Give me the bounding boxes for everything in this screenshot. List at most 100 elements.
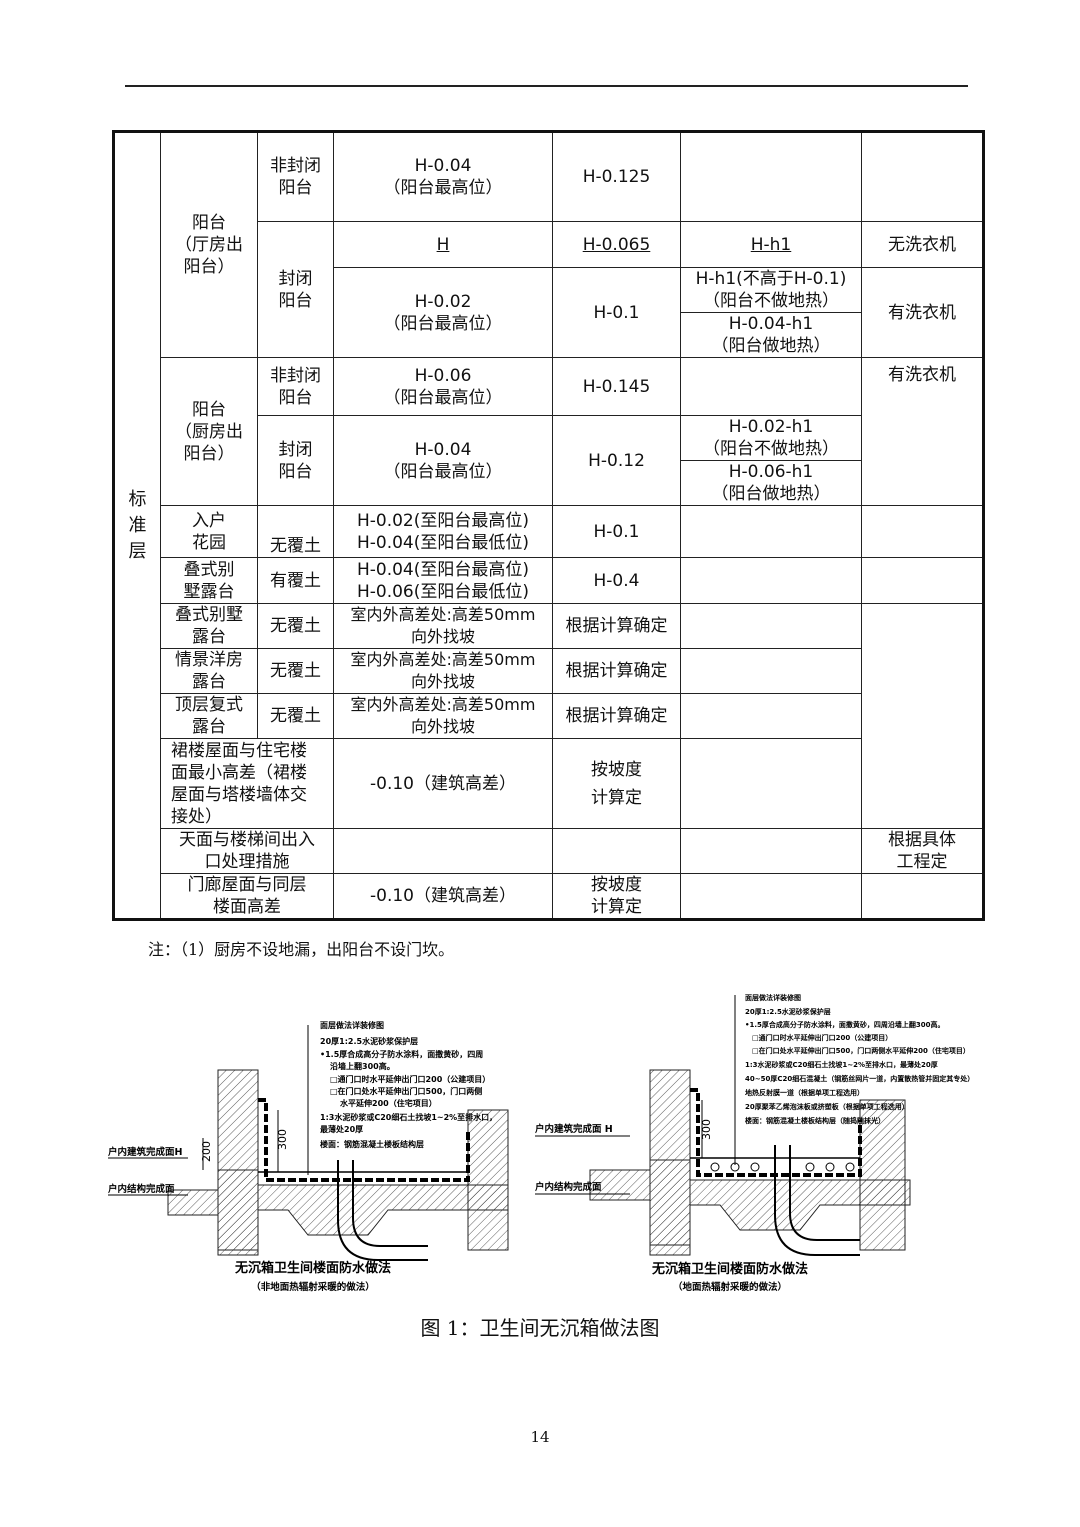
drain-pipe	[337, 1160, 428, 1261]
villa-nosoil-c3	[680, 603, 862, 649]
living-open-type: 非封闭阳台	[257, 131, 334, 222]
living-closed-top-c4: 无洗衣机	[861, 221, 984, 268]
villa-nosoil-c2: 根据计算确定	[552, 603, 681, 649]
duplex-label: 顶层复式露台	[160, 693, 258, 739]
living-closed-c1: H-0.02（阳台最高位）	[333, 267, 553, 358]
garden-c4	[861, 505, 984, 558]
figure-right-title: 无沉箱卫生间楼面防水做法	[651, 1261, 808, 1277]
svg-text:沿墙上翻300高。: 沿墙上翻300高。	[330, 1061, 395, 1071]
kitchen-closed-c1: H-0.04（阳台最高位）	[333, 415, 553, 506]
dim-200: 200	[200, 1141, 213, 1162]
villa-nosoil-type: 无覆土	[257, 603, 334, 649]
svg-text:□在门口处水平延伸出门口500，门口两侧: □在门口处水平延伸出门口500，门口两侧	[330, 1086, 482, 1096]
podium-label: 裙楼屋面与住宅楼面最小高差（裙楼屋面与塔楼墙体交接处）	[160, 738, 334, 829]
kitchen-closed-c2: H-0.12	[552, 415, 681, 506]
roof-stair-label: 天面与楼梯间出入口处理措施	[160, 828, 334, 874]
villa-soil-label: 叠式别墅露台	[160, 557, 258, 604]
duplex-c3	[680, 693, 862, 739]
garden-c1: H-0.02(至阳台最高位)H-0.04(至阳台最低位)	[333, 505, 553, 558]
villa-soil-c1: H-0.04(至阳台最高位)H-0.06(至阳台最低位)	[333, 557, 553, 604]
label-finish: 户内建筑完成面H	[108, 1146, 183, 1158]
figure-caption: 图 1：卫生间无沉箱做法图	[420, 1316, 660, 1340]
kitchen-closed-c3: H-0.02-h1（阳台不做地热） H-0.06-h1（阳台做地热）	[680, 415, 862, 506]
svg-text:楼面：钢筋混凝土楼板结构层: 楼面：钢筋混凝土楼板结构层	[320, 1139, 424, 1149]
table-note: 注：（1）厨房不设地漏，出阳台不设门坎。	[148, 940, 455, 959]
callouts-right: 面层做法详装修图 20厚1:2.5水泥砂浆保护层 •1.5厚合成高分子防水涂料，…	[745, 993, 970, 1125]
svg-text:1:3水泥砂浆或C20细石土找坡1~2%至排水口，最薄处20: 1:3水泥砂浆或C20细石土找坡1~2%至排水口，最薄处20厚	[745, 1060, 938, 1069]
villa-soil-c4	[861, 557, 984, 604]
podium-c1: -0.10（建筑高差）	[333, 738, 553, 829]
kitchen-open-c3	[680, 357, 862, 416]
living-closed-type: 封闭阳台	[257, 221, 334, 358]
living-open-c1: H-0.04（阳台最高位）	[333, 131, 553, 222]
kitchen-closed-type: 封闭阳台	[257, 415, 334, 506]
callouts-left: 面层做法详装修图 20厚1:2.5水泥砂浆保护层 •1.5厚合成高分子防水涂料，…	[320, 1020, 497, 1149]
heating-pipes	[710, 1162, 855, 1172]
label-struct-r: 户内结构完成面	[534, 1181, 602, 1193]
porch-label: 门廊屋面与同层楼面高差	[160, 873, 334, 920]
garden-type: 无覆土	[257, 505, 334, 558]
living-closed-c2: H-0.1	[552, 267, 681, 358]
dim-300-r: 300	[700, 1119, 713, 1140]
figure-left: 300 200 户内建筑完成面H 户内结构完成面 面层做法详装修图 20厚1:2…	[108, 1020, 509, 1293]
living-closed-c3a: H-h1(不高于H-0.1)（阳台不做地热）	[695, 269, 847, 311]
waterproof-membrane	[258, 1098, 470, 1182]
dim-300: 300	[276, 1129, 289, 1150]
svg-text:面层做法详装修图: 面层做法详装修图	[745, 993, 801, 1002]
duplex-type: 无覆土	[257, 693, 334, 739]
figure-left-title: 无沉箱卫生间楼面防水做法	[234, 1260, 391, 1276]
wall-right	[467, 1109, 509, 1251]
living-balcony-label: 阳台（厅房出阳台）	[160, 131, 258, 358]
garden-c2: H-0.1	[552, 505, 681, 558]
porch-c4	[861, 873, 984, 920]
roof-stair-c4: 根据具体工程定	[861, 828, 984, 874]
western-label: 情景洋房露台	[160, 648, 258, 694]
living-closed-top-c3: H-h1	[680, 221, 862, 268]
living-closed-c3: H-h1(不高于H-0.1)（阳台不做地热） H-0.04-h1（阳台做地热）	[680, 267, 862, 358]
living-closed-top-c2: H-0.065	[552, 221, 681, 268]
podium-c3	[680, 738, 862, 829]
svg-text:•1.5厚合成高分子防水涂料，面撒黄砂，四周: •1.5厚合成高分子防水涂料，面撒黄砂，四周	[320, 1049, 483, 1059]
kitchen-balcony-label: 阳台（厨房出阳台）	[160, 357, 258, 506]
living-closed-top-c1: H	[333, 221, 553, 268]
western-c2: 根据计算确定	[552, 648, 681, 694]
wall-right-r	[859, 1099, 906, 1251]
duplex-c2: 根据计算确定	[552, 693, 681, 739]
svg-text:20厚1:2.5水泥砂浆保护层: 20厚1:2.5水泥砂浆保护层	[745, 1007, 831, 1016]
villa-nosoil-label: 叠式别墅露台	[160, 603, 258, 649]
svg-text:面层做法详装修图: 面层做法详装修图	[320, 1020, 384, 1030]
figure-right: 300 户内建筑完成面 H 户内结构完成面 面层做法详装修图 20厚1:2.5水…	[534, 993, 970, 1293]
kitchen-open-c1: H-0.06（阳台最高位）	[333, 357, 553, 416]
living-closed-c4: 有洗衣机	[861, 267, 984, 358]
kitchen-closed-c3b: H-0.06-h1（阳台做地热）	[681, 460, 861, 505]
header-rule	[125, 85, 968, 87]
villa-soil-type: 有覆土	[257, 557, 334, 604]
page-number: 14	[530, 1428, 550, 1446]
svg-text:□通门口时水平延伸出门口200（公建项目）: □通门口时水平延伸出门口200（公建项目）	[330, 1074, 490, 1084]
kitchen-c4: 有洗衣机	[861, 357, 984, 506]
podium-c2: 按坡度计算定	[552, 738, 681, 829]
porch-c3	[680, 873, 862, 920]
western-type: 无覆土	[257, 648, 334, 694]
western-c3	[680, 648, 862, 694]
figure-left-subtitle: （非地面热辐射采暖的做法）	[251, 1281, 375, 1293]
living-open-c3	[680, 131, 862, 222]
svg-text:40~50厚C20细石混凝土（钢筋丝网片一道，内置散热管并固: 40~50厚C20细石混凝土（钢筋丝网片一道，内置散热管并固定其专处）	[745, 1074, 970, 1083]
waterproof-membrane-r	[690, 1088, 862, 1177]
kitchen-open-type: 非封闭阳台	[257, 357, 334, 416]
roof-stair-c1	[333, 828, 553, 874]
label-finish-r: 户内建筑完成面 H	[534, 1123, 613, 1135]
svg-text:20厚聚苯乙烯泡沫板或挤塑板（根据单项工程选用）: 20厚聚苯乙烯泡沫板或挤塑板（根据单项工程选用）	[745, 1102, 909, 1111]
svg-text:地热反射膜一道（根据单项工程选用）: 地热反射膜一道（根据单项工程选用）	[745, 1088, 864, 1097]
svg-text:□在门口处水平延伸出门口500，门口两侧水平延伸200（住宅: □在门口处水平延伸出门口500，门口两侧水平延伸200（住宅项目）	[752, 1046, 970, 1055]
kitchen-closed-c3a: H-0.02-h1（阳台不做地热）	[703, 417, 839, 459]
roof-stair-c3	[680, 828, 862, 874]
svg-text:楼面：钢筋混凝土楼板结构层（随捣随抹光）: 楼面：钢筋混凝土楼板结构层（随捣随抹光）	[745, 1116, 885, 1125]
living-open-c4	[861, 131, 984, 222]
svg-text:□通门口时水平延伸出门口200（公建项目）: □通门口时水平延伸出门口200（公建项目）	[752, 1033, 892, 1042]
porch-c2: 按坡度计算定	[552, 873, 681, 920]
section-label: 标准层	[113, 131, 161, 920]
